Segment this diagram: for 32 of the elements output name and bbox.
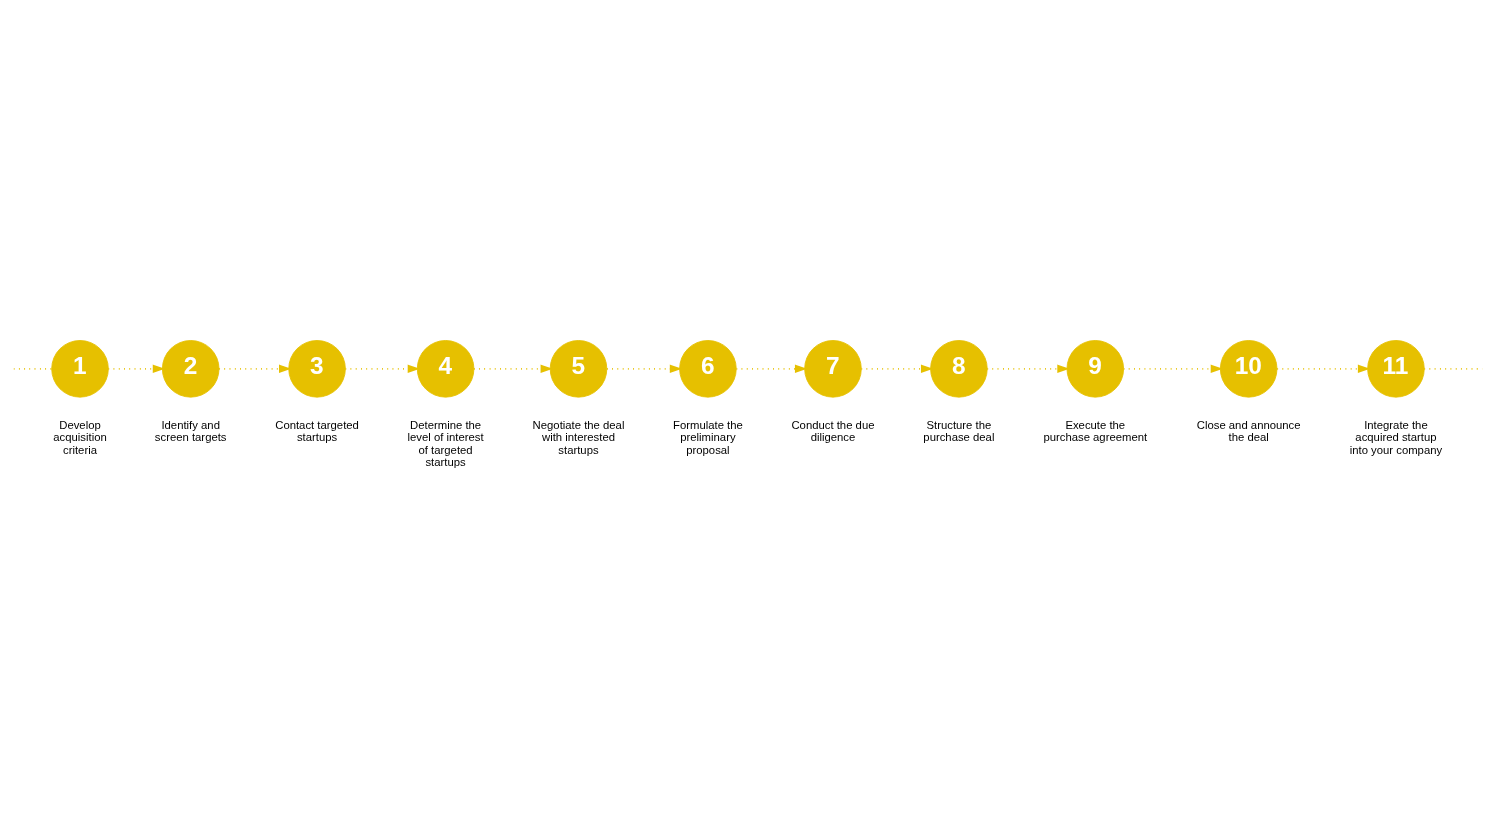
connector	[12, 367, 53, 370]
node-label: Develop acquisition criteria	[53, 419, 107, 456]
arrow	[107, 364, 165, 374]
node-label: Negotiate the deal with interested startups	[532, 419, 625, 456]
node-label: Formulate the preliminary proposal	[673, 419, 743, 456]
node-circle: 10	[1219, 340, 1278, 398]
arrow	[735, 364, 808, 374]
node-circle: 1	[51, 340, 109, 398]
node-label: Integrate the acquired startup into your company	[1349, 419, 1443, 456]
arrow	[218, 364, 292, 374]
node-circle: 9	[1066, 340, 1125, 398]
arrow	[473, 364, 553, 374]
node-circle: 7	[804, 340, 862, 398]
arrow	[986, 364, 1070, 374]
node-label: Conduct the due diligence	[791, 419, 875, 444]
node-circle: 2	[161, 340, 220, 398]
node-circle: 4	[416, 340, 475, 398]
node-label: Close and announce the deal	[1196, 419, 1301, 444]
node-circle: 5	[549, 340, 608, 398]
arrow	[344, 364, 420, 374]
node-label: Determine the level of interest of targeted startups	[407, 419, 484, 468]
arrow	[860, 364, 934, 374]
node-circle: 6	[679, 340, 737, 398]
node-label: Structure the purchase deal	[923, 419, 995, 444]
node-circle: 3	[288, 340, 346, 398]
node-circle: 8	[930, 340, 988, 398]
node-label: Contact targeted startups	[275, 419, 359, 444]
node-label: Execute the purchase agreement	[1043, 419, 1148, 444]
node-circle: 11	[1367, 340, 1425, 398]
arrow	[1276, 364, 1371, 374]
arrow	[606, 364, 683, 374]
node-label: Identify and screen targets	[154, 419, 227, 444]
